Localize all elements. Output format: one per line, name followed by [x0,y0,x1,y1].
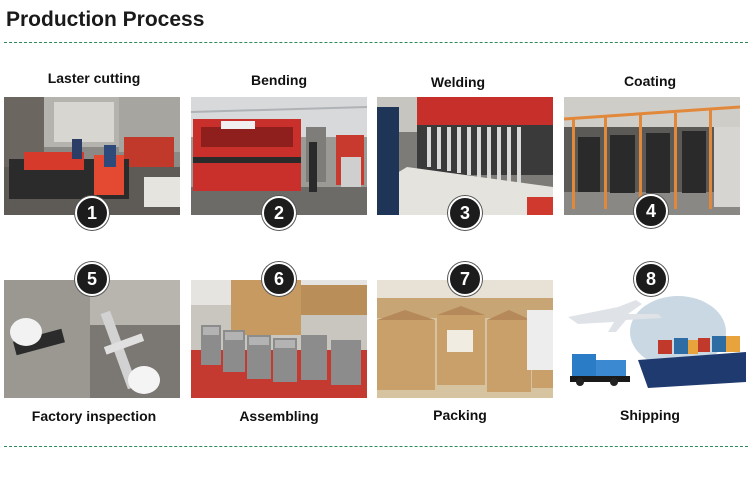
step-label-assembling: Assembling [239,408,319,424]
photo-shipping [558,282,746,398]
photo-factory-inspection [4,280,180,398]
step-badge-7: 7 [448,262,482,296]
photo-laser-cutting [4,97,180,215]
photo-coating [564,97,740,215]
step-label-bending: Bending [251,72,307,88]
photo-welding [377,97,553,215]
step-label-shipping: Shipping [620,407,680,423]
step-label-laser-cutting: Laster cutting [47,70,141,86]
top-divider [4,42,748,43]
step-label-coating: Coating [623,73,677,89]
page-title: Production Process [6,8,205,31]
step-badge-2: 2 [262,196,296,230]
step-badge-6: 6 [262,262,296,296]
step-label-packing: Packing [433,407,487,423]
step-badge-3: 3 [448,196,482,230]
step-badge-8: 8 [634,262,668,296]
step-badge-5: 5 [75,262,109,296]
photo-assembling [191,280,367,398]
photo-packing [377,280,553,398]
step-label-factory-inspection: Factory inspection [31,408,157,424]
step-badge-4: 4 [634,194,668,228]
photo-bending [191,97,367,215]
bottom-divider [4,446,748,447]
step-label-welding: Welding [430,74,486,90]
step-badge-1: 1 [75,196,109,230]
